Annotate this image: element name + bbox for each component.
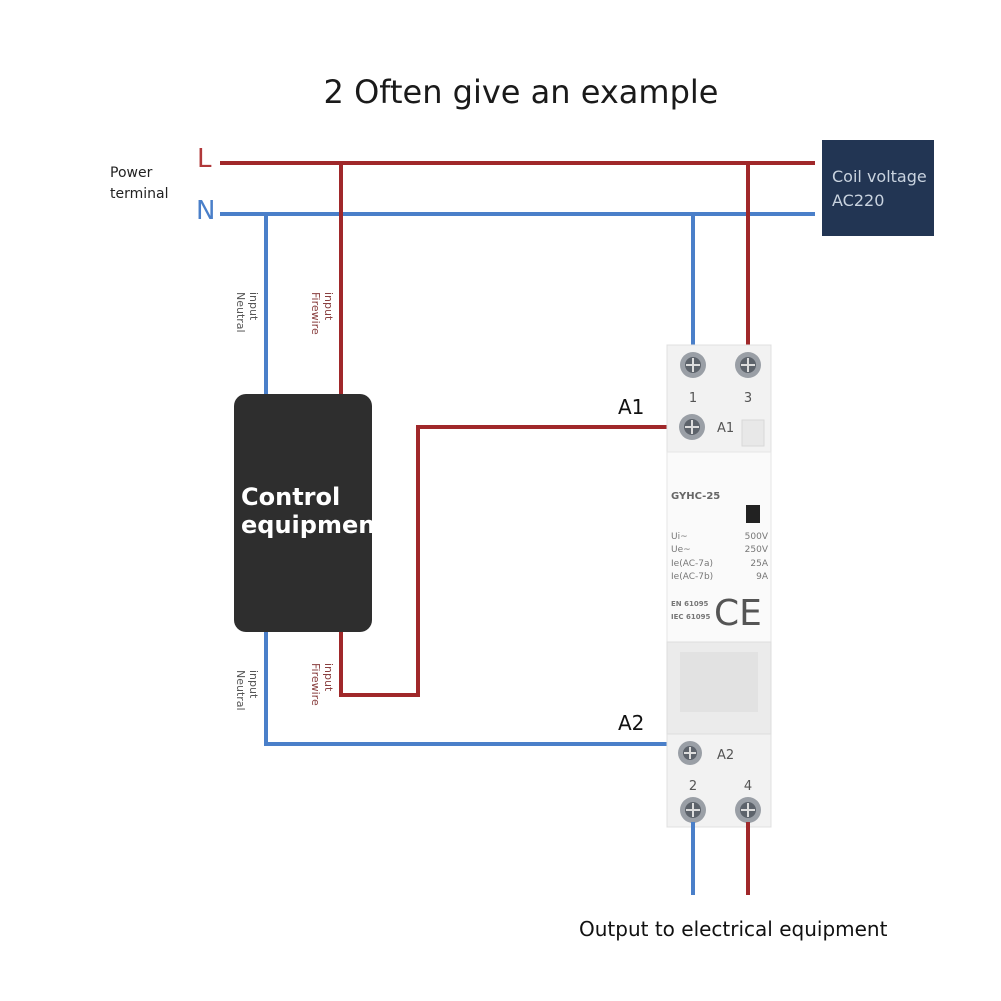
control-equipment-line2: equipment xyxy=(241,511,387,539)
screw-terminal-4-icon xyxy=(735,797,761,823)
a1-device-label: A1 xyxy=(717,421,734,436)
spec-ie7a-value: 25A xyxy=(750,559,768,569)
standard-en: EN 61095 xyxy=(671,600,709,608)
spec-ui-label: Ui~ xyxy=(671,532,688,542)
svg-text:input: input xyxy=(322,663,335,692)
power-terminal-label-1: Power xyxy=(110,165,153,181)
control-to-a2-wire xyxy=(264,632,688,746)
svg-text:Firewire: Firewire xyxy=(309,663,322,706)
diagram-title: 2 Often give an example xyxy=(324,73,719,111)
neutral-input-bottom-label: Neutral input xyxy=(234,670,260,711)
line-l-label: L xyxy=(197,144,212,174)
line-n-label: N xyxy=(196,196,215,226)
indicator-window xyxy=(746,505,760,523)
terminal-4-label: 4 xyxy=(744,779,752,794)
coil-voltage-line1: Coil voltage xyxy=(832,167,927,186)
control-equipment-box xyxy=(234,394,372,632)
terminal-2-label: 2 xyxy=(689,779,697,794)
neutral-input-top-label: Neutral input xyxy=(234,292,260,333)
screw-a2-icon xyxy=(678,741,702,765)
svg-text:input: input xyxy=(247,292,260,321)
svg-text:Neutral: Neutral xyxy=(234,292,247,333)
contactor-model: GYHC-25 xyxy=(671,491,720,502)
firewire-input-bottom-label: Firewire input xyxy=(309,663,335,706)
output-label: Output to electrical equipment xyxy=(579,917,888,941)
svg-text:input: input xyxy=(322,292,335,321)
screw-terminal-1-icon xyxy=(680,352,706,378)
coil-voltage-box xyxy=(822,140,934,236)
screw-terminal-3-icon xyxy=(735,352,761,378)
svg-text:input: input xyxy=(247,670,260,699)
spec-ie7b-value: 9A xyxy=(756,572,769,582)
coil-voltage-line2: AC220 xyxy=(832,191,884,210)
spec-ie7b-label: Ie(AC-7b) xyxy=(671,572,713,582)
terminal-3-label: 3 xyxy=(744,391,752,406)
a2-device-label: A2 xyxy=(717,748,734,763)
firewire-input-top-label: Firewire input xyxy=(309,292,335,335)
contactor-device xyxy=(666,344,772,828)
a2-outer-label: A2 xyxy=(618,711,644,735)
terminal-1-label: 1 xyxy=(689,391,697,406)
spec-ui-value: 500V xyxy=(745,532,769,542)
spec-ue-value: 250V xyxy=(745,545,769,555)
power-terminal-label-2: terminal xyxy=(110,186,168,202)
svg-text:Firewire: Firewire xyxy=(309,292,322,335)
spec-ie7a-label: Ie(AC-7a) xyxy=(671,559,713,569)
a1-outer-label: A1 xyxy=(618,395,644,419)
standard-iec: IEC 61095 xyxy=(671,613,710,621)
ce-mark-icon: CE xyxy=(714,593,762,634)
spec-ue-label: Ue~ xyxy=(671,545,691,555)
screw-terminal-2-icon xyxy=(680,797,706,823)
control-equipment-line1: Control xyxy=(241,483,340,511)
control-to-a1-wire xyxy=(339,425,688,697)
svg-text:Neutral: Neutral xyxy=(234,670,247,711)
screw-a1-icon xyxy=(679,414,705,440)
